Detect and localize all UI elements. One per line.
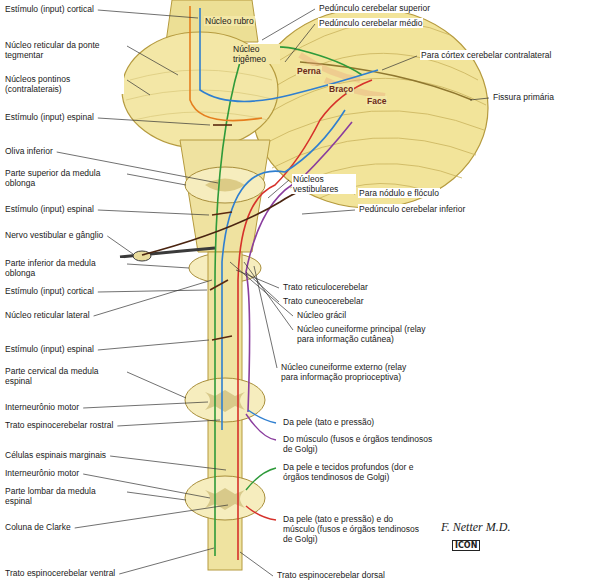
anatomy-label: Para nódulo e flóculo	[358, 188, 440, 198]
leader-line	[107, 236, 133, 254]
leader-line	[119, 548, 214, 574]
anatomy-label: Do músculo (fusos e órgãos tendinosos de…	[282, 434, 434, 454]
anatomy-label: Nervo vestibular e gânglio	[4, 230, 104, 240]
leader-line	[127, 46, 178, 75]
anatomy-label: Pedúnculo cerebelar inferior	[358, 204, 466, 214]
leader-line	[127, 80, 150, 95]
anatomy-label: Trato espinocerebelar dorsal	[276, 570, 386, 580]
anatomy-label: Parte cervical da medula espinal	[4, 366, 124, 386]
anatomy-label: Estímulo (input) espinal	[4, 204, 95, 214]
leader-line	[470, 98, 489, 100]
leader-line	[302, 210, 355, 214]
leader-line	[110, 456, 226, 470]
anatomy-label: Da pele (tato e pressão) e do músculo (f…	[282, 514, 424, 544]
leader-line	[98, 210, 209, 215]
leader-line	[285, 24, 315, 62]
anatomy-label: Oliva inferior	[4, 146, 54, 156]
anatomy-label: Parte superior da medula oblonga	[4, 168, 124, 188]
leader-line	[262, 9, 315, 40]
signature: F. Netter M.D.	[440, 520, 511, 534]
leader-line	[98, 118, 210, 125]
leader-line	[98, 290, 207, 292]
leader-line	[127, 492, 186, 500]
anatomy-label: Núcleo grácil	[296, 310, 347, 320]
anatomy-label: Interneurônio motor	[4, 402, 80, 412]
anatomy-label: Estímulo (input) cortical	[4, 4, 95, 14]
leader-line	[127, 174, 186, 185]
anatomy-label: Face	[366, 96, 387, 106]
anatomy-label: Braço	[328, 84, 354, 94]
leader-line	[268, 180, 289, 198]
anatomy-label: Trato cuneocerebelar	[282, 296, 364, 306]
anatomy-label: Núcleo cuneiforme externo (relay para in…	[280, 362, 422, 382]
leader-line	[75, 505, 228, 528]
anatomy-label: Núcleo cuneiforme principal (relay para …	[296, 324, 428, 344]
leader-line	[254, 266, 277, 368]
anatomy-label: Para córtex cerebelar contralateral	[420, 50, 552, 60]
anatomy-label: Núcleos vestibulares	[292, 174, 356, 194]
anatomy-label: Da pele (tato e pressão)	[282, 417, 375, 427]
anatomy-label: Trato reticulocerebelar	[282, 282, 369, 292]
anatomy-label: Núcleo rubro	[204, 16, 255, 26]
anatomy-label: Núcleo trigêmeo	[232, 44, 280, 64]
anatomy-label: Parte lombar da medula espinal	[4, 486, 124, 506]
anatomy-label: Pedúnculo cerebelar médio	[318, 18, 423, 28]
leader-line	[240, 552, 273, 576]
leader-line	[94, 280, 212, 316]
anatomy-label: Estímulo (input) espinal	[4, 112, 95, 122]
anatomy-label: Trato espinocerebelar ventral	[4, 568, 116, 578]
anatomy-label: Estímulo (input) cortical	[4, 286, 95, 296]
leader-line	[127, 264, 189, 268]
publisher-logo: ICON	[452, 540, 480, 551]
anatomy-label: Núcleos pontinos (contralaterais)	[4, 74, 124, 94]
leader-line	[98, 340, 209, 350]
anatomy-label: Da pele e tecidos profundos (dor e órgão…	[282, 462, 434, 482]
anatomy-label: Interneurônio motor	[4, 468, 80, 478]
leader-line	[83, 402, 208, 408]
leader-line	[382, 56, 417, 70]
leader-line	[117, 420, 220, 426]
anatomy-label: Pedúnculo cerebelar superior	[318, 3, 431, 13]
leader-line	[98, 10, 198, 18]
anatomy-label: Estímulo (input) espinal	[4, 344, 95, 354]
leader-line	[127, 372, 186, 398]
anatomy-label: Núcleo reticular da ponte tegmentar	[4, 40, 124, 60]
anatomy-label: Núcleo reticular lateral	[4, 310, 91, 320]
anatomy-label: Coluna de Clarke	[4, 522, 72, 532]
leader-line	[246, 272, 279, 302]
anatomy-label: Células espinais marginais	[4, 450, 107, 460]
anatomy-label: Perna	[296, 66, 322, 76]
anatomy-label: Fissura primária	[492, 92, 555, 102]
anatomy-label: Parte inferior da medula oblonga	[4, 258, 124, 278]
anatomy-label: Trato espinocerebelar rostral	[4, 420, 114, 430]
